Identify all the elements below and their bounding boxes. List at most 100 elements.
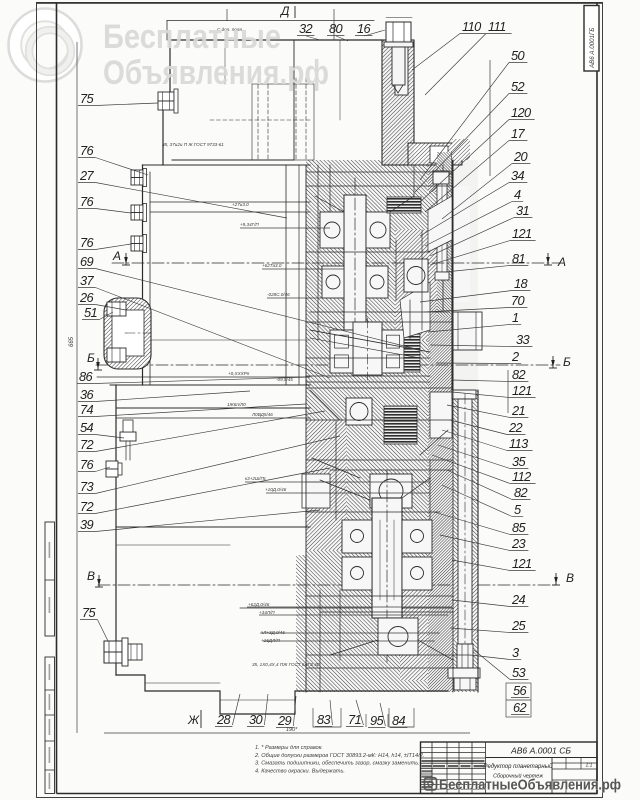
- svg-text:22: 22: [508, 420, 523, 435]
- svg-text:33: 33: [516, 332, 530, 347]
- svg-text:Редуктор планетарный: Редуктор планетарный: [484, 763, 554, 770]
- svg-text:21: 21: [511, 403, 526, 418]
- svg-text:Бесплатные: Бесплатные: [103, 18, 281, 56]
- svg-text:А: А: [557, 255, 566, 269]
- svg-text:31: 31: [516, 203, 530, 218]
- svg-text:25: 25: [511, 618, 527, 633]
- svg-text:121: 121: [512, 383, 532, 398]
- svg-text:120: 120: [511, 105, 532, 120]
- svg-text:+27и3.0: +27и3.0: [232, 202, 249, 207]
- svg-text:Л0ВД5/46: Л0ВД5/46: [251, 412, 273, 417]
- svg-text:113: 113: [509, 436, 528, 451]
- svg-text:83: 83: [317, 712, 331, 727]
- svg-text:32: 32: [299, 21, 313, 36]
- svg-text:Ж: Ж: [187, 713, 200, 727]
- svg-text:81: 81: [512, 251, 526, 266]
- svg-text:121: 121: [512, 556, 532, 571]
- svg-text:95: 95: [370, 713, 385, 728]
- svg-text:62: 62: [513, 700, 527, 715]
- svg-text:к3+2Ш/Пс: к3+2Ш/Пс: [245, 476, 267, 481]
- svg-text:36: 36: [80, 387, 95, 402]
- svg-text:+62Та3.0: +62Та3.0: [262, 263, 282, 268]
- svg-text:Д: Д: [279, 4, 290, 18]
- svg-text:АВ6 А.0001ГБ: АВ6 А.0001ГБ: [589, 28, 596, 69]
- svg-text:АВ6 А.0001 СБ: АВ6 А.0001 СБ: [510, 746, 571, 756]
- svg-text:С доп. поля: С доп. поля: [217, 27, 242, 32]
- svg-text:51: 51: [84, 305, 98, 320]
- svg-text:Б: Б: [563, 355, 571, 369]
- svg-text:1Ж6п/Л0: 1Ж6п/Л0: [227, 402, 246, 407]
- svg-text:26: 26: [79, 290, 95, 305]
- svg-text:111: 111: [488, 19, 506, 34]
- svg-text:71: 71: [348, 712, 362, 727]
- svg-text:+62Д.0/46: +62Д.0/46: [248, 602, 270, 607]
- svg-text:18: 18: [514, 276, 529, 291]
- svg-text:БесплатныеОбъявления.рф: БесплатныеОбъявления.рф: [439, 777, 621, 794]
- svg-text:121: 121: [512, 226, 532, 241]
- svg-text:16: 16: [357, 21, 372, 36]
- svg-text:38, 37и2и П Ж ГОСТ 9733-61: 38, 37и2и П Ж ГОСТ 9733-61: [162, 142, 224, 147]
- svg-text:24: 24: [511, 592, 526, 607]
- svg-text:+16ДЛ/П: +16ДЛ/П: [261, 638, 280, 643]
- svg-text:73: 73: [80, 479, 94, 494]
- svg-text:-028С.0/46: -028С.0/46: [267, 292, 290, 297]
- svg-text:5: 5: [514, 502, 522, 517]
- svg-text:85: 85: [512, 520, 527, 535]
- svg-text:76: 76: [80, 235, 95, 250]
- svg-text:29: 29: [277, 713, 292, 728]
- svg-text:1:1: 1:1: [586, 763, 593, 769]
- svg-text:3. Смазать подшипники, обеспеч: 3. Смазать подшипники, обеспечить зазор,…: [255, 761, 420, 767]
- svg-text:А: А: [112, 249, 121, 263]
- svg-text:74: 74: [80, 402, 94, 417]
- svg-text:В: В: [566, 571, 574, 585]
- svg-text:82: 82: [512, 367, 526, 382]
- svg-text:28: 28: [216, 712, 232, 727]
- svg-text:80: 80: [329, 21, 344, 36]
- svg-text:Сборочный чертеж: Сборочный чертеж: [493, 773, 543, 780]
- svg-text:В: В: [87, 569, 95, 583]
- svg-text:69: 69: [80, 254, 94, 269]
- svg-text:70: 70: [511, 293, 526, 308]
- svg-text:17: 17: [511, 126, 526, 141]
- svg-text:84: 84: [392, 713, 406, 728]
- svg-text:2: 2: [511, 349, 519, 364]
- svg-text:35: 35: [512, 454, 527, 469]
- svg-text:50: 50: [511, 48, 526, 63]
- svg-text:37: 37: [80, 273, 95, 288]
- svg-text:20: 20: [513, 149, 529, 164]
- svg-text:1. * Размеры для справок.: 1. * Размеры для справок.: [255, 745, 323, 751]
- svg-text:+34Л/П: +34Л/П: [259, 610, 275, 615]
- svg-text:+10Д.0/46: +10Д.0/46: [265, 487, 287, 492]
- svg-text:39: 39: [80, 517, 94, 532]
- svg-text:76: 76: [80, 143, 95, 158]
- svg-text:30: 30: [249, 712, 264, 727]
- svg-text:72: 72: [80, 499, 94, 514]
- svg-text:23: 23: [511, 536, 526, 551]
- svg-text:56: 56: [513, 683, 528, 698]
- svg-text:76: 76: [80, 194, 95, 209]
- svg-text:3: 3: [512, 645, 519, 660]
- svg-text:АЛ+3Д.0/46: АЛ+3Д.0/46: [259, 630, 285, 635]
- svg-text:54: 54: [80, 420, 94, 435]
- svg-text:82: 82: [514, 485, 528, 500]
- svg-text:75: 75: [82, 605, 97, 620]
- svg-text:53: 53: [512, 665, 526, 680]
- svg-text:Б: Б: [87, 351, 95, 365]
- svg-text:-09,9/45: -09,9/45: [276, 377, 293, 382]
- svg-text:76: 76: [80, 457, 95, 472]
- svg-text:2. Общие допуски размеров ГОС: 2. Общие допуски размеров ГОСТ 30893.2-м…: [254, 753, 424, 759]
- svg-text:27: 27: [79, 168, 95, 183]
- svg-text:72: 72: [80, 437, 94, 452]
- svg-text:190*: 190*: [286, 727, 298, 733]
- svg-text:35, 1Х0,4Х,4 ПЖ ГОСТ 6ЛГЗ 4Е: 35, 1Х0,4Х,4 ПЖ ГОСТ 6ЛГЗ 4Е: [252, 662, 321, 667]
- svg-text:665: 665: [69, 336, 75, 347]
- svg-text:52: 52: [511, 79, 525, 94]
- svg-text:86: 86: [79, 369, 94, 384]
- svg-text:+0,ХХХРп: +0,ХХХРп: [228, 371, 250, 376]
- svg-text:1: 1: [512, 310, 519, 325]
- svg-text:110: 110: [462, 19, 482, 34]
- svg-text:34: 34: [511, 168, 525, 183]
- svg-text:75: 75: [80, 91, 95, 106]
- svg-text:Объявления.рф: Объявления.рф: [103, 54, 329, 92]
- svg-text:112: 112: [512, 469, 531, 484]
